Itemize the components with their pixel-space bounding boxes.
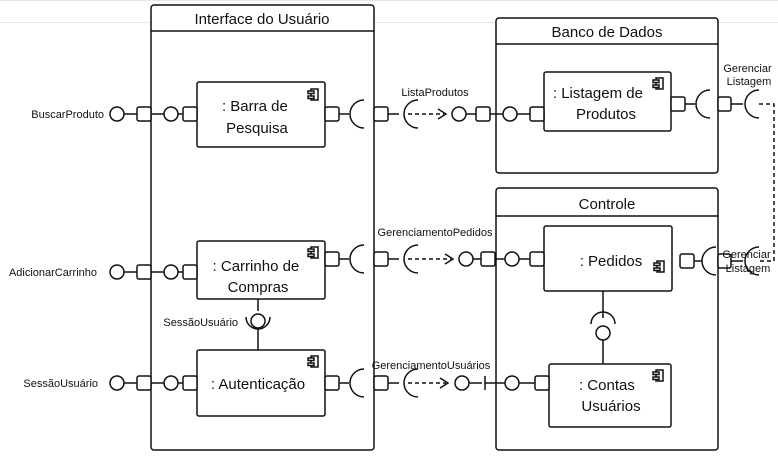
connector-lista-produtos[interactable]: ListaProdutos bbox=[324, 87, 545, 129]
port bbox=[670, 96, 686, 112]
lollipop-ball bbox=[163, 375, 179, 391]
lollipop-ball bbox=[163, 106, 179, 122]
socket bbox=[403, 99, 419, 129]
port bbox=[182, 264, 198, 280]
port bbox=[717, 96, 732, 112]
connector-gerenciamento-usuarios[interactable]: GerenciamentoUsuários bbox=[324, 360, 550, 398]
port bbox=[480, 251, 496, 267]
component-barra-de-pesquisa[interactable]: : Barra de Pesquisa bbox=[196, 81, 326, 148]
connector-label: Gerenciar Listagem bbox=[722, 249, 773, 275]
connector-label: GerenciamentoUsuários bbox=[372, 360, 491, 372]
socket bbox=[403, 244, 419, 274]
component-name: : Contas Usuários bbox=[579, 377, 641, 415]
port bbox=[182, 106, 198, 122]
port bbox=[475, 106, 491, 122]
socket bbox=[349, 368, 365, 398]
container-title-db: Banco de Dados bbox=[552, 24, 663, 41]
component-icon bbox=[652, 369, 664, 382]
port bbox=[529, 106, 545, 122]
lollipop-ball bbox=[458, 251, 474, 267]
port bbox=[324, 251, 340, 267]
port bbox=[529, 251, 545, 267]
socket bbox=[744, 246, 760, 276]
port bbox=[136, 375, 152, 391]
component-listagem-de-produtos[interactable]: : Listagem de Produtos bbox=[543, 71, 672, 132]
socket bbox=[744, 89, 760, 119]
arrowhead bbox=[444, 253, 455, 265]
component-name: : Barra de Pesquisa bbox=[222, 98, 292, 137]
dotted-link bbox=[759, 103, 775, 262]
socket bbox=[349, 244, 365, 274]
component-name: : Pedidos bbox=[580, 253, 643, 270]
lollipop-ball bbox=[250, 313, 266, 329]
interface-label: BuscarProduto bbox=[31, 109, 104, 121]
port bbox=[136, 264, 152, 280]
lollipop-ball bbox=[454, 375, 470, 391]
component-icon bbox=[652, 77, 664, 90]
lollipop-ball bbox=[109, 106, 125, 122]
component-name: : Listagem de Produtos bbox=[553, 85, 647, 123]
container-title-ui: Interface do Usuário bbox=[194, 11, 329, 28]
port bbox=[324, 106, 340, 122]
component-contas-usuarios[interactable]: : Contas Usuários bbox=[548, 363, 672, 428]
interface-label: SessãoUsuário bbox=[23, 378, 98, 390]
interface-buscar-produto[interactable]: BuscarProduto bbox=[31, 106, 198, 122]
connector-label: Gerenciar Listagem bbox=[723, 63, 774, 88]
component-icon bbox=[307, 246, 319, 259]
port bbox=[324, 375, 340, 391]
port bbox=[679, 253, 695, 269]
socket bbox=[590, 311, 616, 325]
connector-gerenciar-listagem[interactable]: Gerenciar Listagem Gerenciar Listagem bbox=[670, 63, 775, 276]
connector-label: ListaProdutos bbox=[401, 87, 469, 99]
port bbox=[373, 106, 389, 122]
component-icon bbox=[307, 88, 319, 101]
component-name: : Autenticação bbox=[211, 376, 305, 393]
lollipop-ball bbox=[504, 251, 520, 267]
component-pedidos[interactable]: : Pedidos bbox=[543, 225, 673, 292]
lollipop-ball bbox=[163, 264, 179, 280]
connector-gerenciamento-pedidos[interactable]: GerenciamentoPedidos bbox=[324, 227, 545, 274]
arrowhead bbox=[439, 377, 450, 389]
interface-adicionar-carrinho[interactable]: AdicionarCarrinho bbox=[9, 264, 198, 280]
lollipop-ball bbox=[109, 375, 125, 391]
arrowhead bbox=[437, 108, 448, 120]
lollipop-ball bbox=[451, 106, 467, 122]
lollipop-ball bbox=[504, 375, 520, 391]
connector-pedidos-contas[interactable] bbox=[590, 291, 616, 364]
socket bbox=[695, 89, 711, 119]
port bbox=[373, 251, 389, 267]
component-autenticacao[interactable]: : Autenticação bbox=[196, 349, 326, 417]
container-title-ctrl: Controle bbox=[579, 196, 636, 213]
connector-sessao-interna[interactable]: SessãoUsuário bbox=[163, 299, 271, 350]
component-carrinho-de-compras[interactable]: : Carrinho de Compras bbox=[196, 240, 326, 300]
port bbox=[373, 375, 389, 391]
connector-label: SessãoUsuário bbox=[163, 317, 238, 329]
lollipop-ball bbox=[595, 325, 611, 341]
socket bbox=[701, 246, 717, 276]
lollipop-ball bbox=[109, 264, 125, 280]
port bbox=[534, 375, 550, 391]
lollipop-ball bbox=[502, 106, 518, 122]
component-icon bbox=[653, 260, 665, 273]
socket bbox=[349, 99, 365, 129]
interface-sessao-usuario[interactable]: SessãoUsuário bbox=[23, 375, 198, 391]
component-name: : Carrinho de Compras bbox=[213, 258, 304, 296]
port bbox=[136, 106, 152, 122]
interface-label: AdicionarCarrinho bbox=[9, 267, 97, 279]
port bbox=[182, 375, 198, 391]
component-icon bbox=[307, 355, 319, 368]
connector-label: GerenciamentoPedidos bbox=[378, 227, 493, 239]
socket bbox=[403, 368, 419, 398]
